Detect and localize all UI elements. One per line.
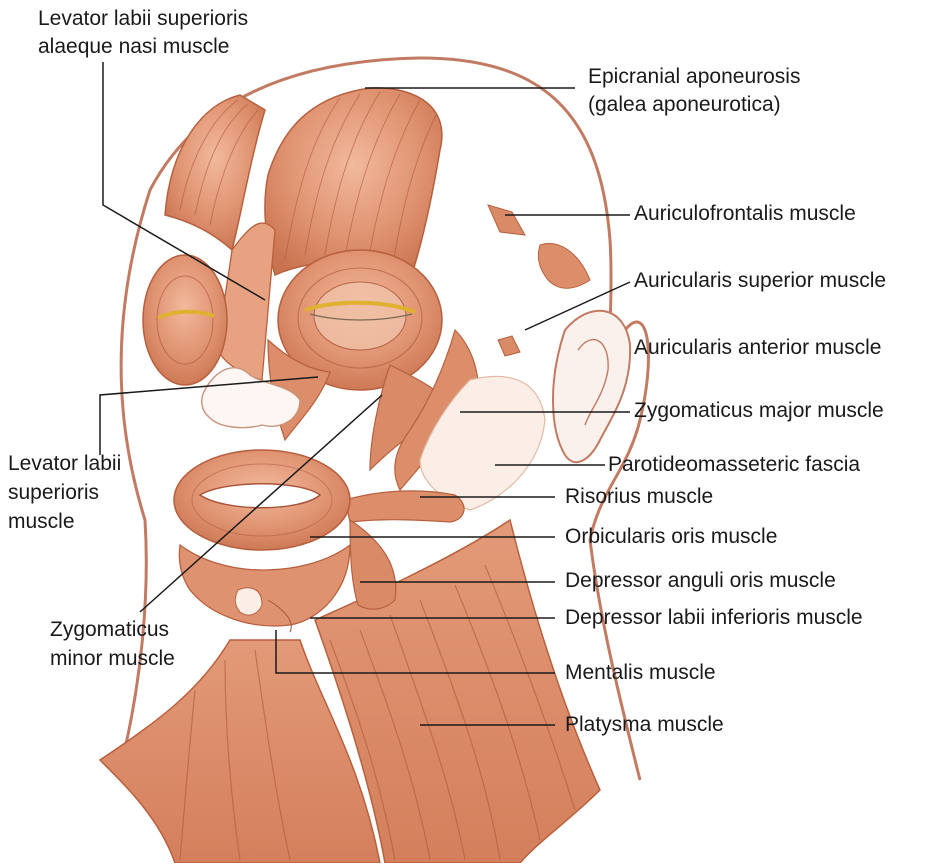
label-levator-labii-sup-alaeque-2: alaeque nasi muscle xyxy=(38,34,229,60)
label-levator-labii-sup-alaeque-1: Levator labii superioris xyxy=(38,6,248,32)
label-levator-labii-sup-1: Levator labii xyxy=(8,451,121,477)
label-auricularis-anterior: Auricularis anterior muscle xyxy=(634,335,881,361)
label-zygomaticus-minor-2: minor muscle xyxy=(50,646,175,672)
label-zygomaticus-minor-1: Zygomaticus xyxy=(50,617,169,643)
auricularis-anterior-shape xyxy=(498,336,520,356)
label-epicranial-2: (galea aponeurotica) xyxy=(588,92,781,118)
label-depressor-labii: Depressor labii inferioris muscle xyxy=(565,605,863,631)
frontalis-left xyxy=(165,95,265,250)
label-auriculofrontalis: Auriculofrontalis muscle xyxy=(634,201,856,227)
label-levator-labii-sup-2: superioris xyxy=(8,480,99,506)
orbicularis-oculi-left xyxy=(143,255,227,385)
auriculofrontalis-shape xyxy=(488,205,525,235)
mentalis-shape xyxy=(235,588,262,615)
procerus xyxy=(218,223,275,380)
label-risorius: Risorius muscle xyxy=(565,484,713,510)
label-parotideomasseteric: Parotideomasseteric fascia xyxy=(608,452,860,478)
label-zygomaticus-major: Zygomaticus major muscle xyxy=(634,398,884,424)
depressor-anguli-shape xyxy=(350,520,396,609)
label-epicranial-1: Epicranial aponeurosis xyxy=(588,64,800,90)
ear xyxy=(553,311,630,463)
label-auricularis-superior: Auricularis superior muscle xyxy=(634,268,886,294)
label-orbicularis-oris: Orbicularis oris muscle xyxy=(565,524,777,550)
label-depressor-anguli: Depressor anguli oris muscle xyxy=(565,568,836,594)
label-levator-labii-sup-3: muscle xyxy=(8,509,75,535)
label-mentalis: Mentalis muscle xyxy=(565,660,716,686)
depressor-labii-shape xyxy=(179,545,350,626)
risorius-shape xyxy=(345,491,464,522)
auricularis-superior-shape xyxy=(538,243,590,288)
label-platysma: Platysma muscle xyxy=(565,712,724,738)
